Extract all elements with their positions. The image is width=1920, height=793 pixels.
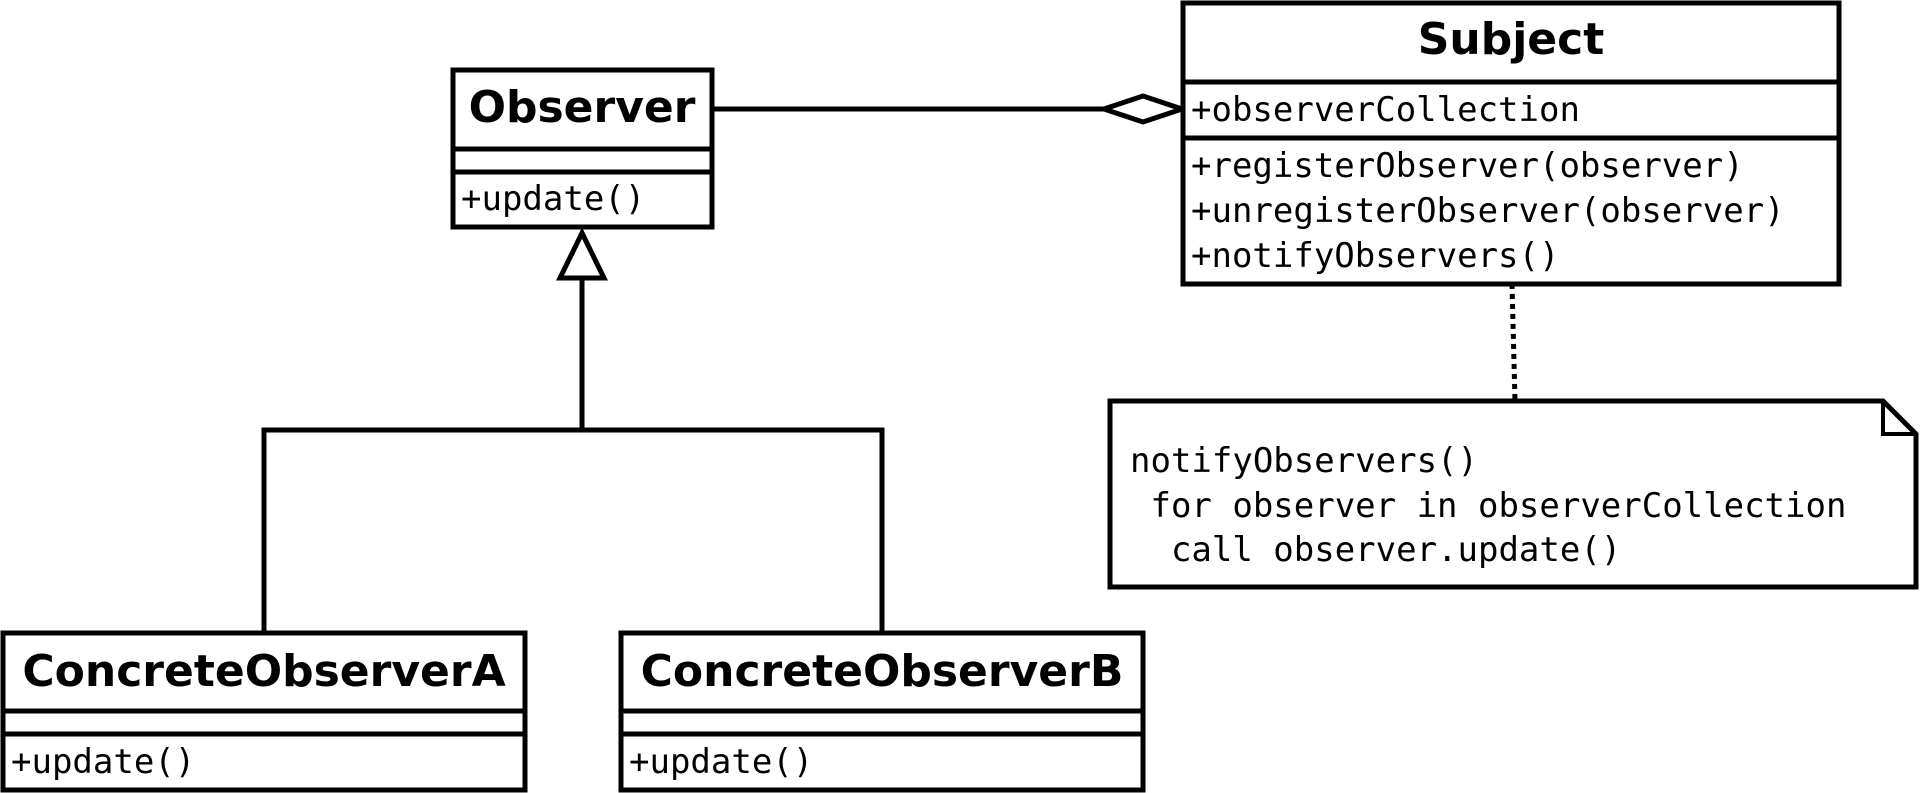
note-line: notifyObservers(): [1130, 441, 1478, 481]
class-observer-name: Observer: [469, 82, 696, 133]
class-subject-attribute: +observerCollection: [1191, 90, 1580, 130]
generalization-branch-b: [582, 427, 885, 632]
class-concrete-observer-b-method: +update(): [629, 742, 813, 782]
note-line: for observer in observerCollection: [1130, 486, 1846, 526]
note-frame: [1107, 398, 1919, 590]
note-folded-corner: [1881, 401, 1916, 436]
class-observer[interactable]: Observer +update(): [450, 67, 715, 230]
class-concrete-observer-a[interactable]: ConcreteObserverA +update(): [0, 630, 528, 793]
class-subject-method: +notifyObservers(): [1191, 236, 1559, 276]
class-concrete-observer-a-method: +update(): [11, 742, 195, 782]
note-anchor-line: [1509, 283, 1518, 402]
class-subject[interactable]: Subject +observerCollection +registerObs…: [1180, 0, 1842, 287]
class-subject-frame: [1180, 0, 1842, 287]
class-concrete-observer-b-name: ConcreteObserverB: [641, 646, 1124, 697]
class-subject-method: +registerObserver(observer): [1191, 146, 1744, 186]
aggregation-connector: [712, 93, 1190, 125]
class-concrete-observer-a-name: ConcreteObserverA: [22, 646, 505, 697]
generalization-connector: [261, 227, 885, 632]
class-concrete-observer-b[interactable]: ConcreteObserverB +update(): [618, 630, 1146, 793]
aggregation-diamond: [1096, 93, 1190, 125]
generalization-arrowhead: [555, 227, 609, 281]
note[interactable]: notifyObservers() for observer in observ…: [1107, 398, 1919, 590]
note-line: call observer.update(): [1130, 530, 1621, 570]
generalization-branch-a: [261, 427, 582, 632]
class-subject-method: +unregisterObserver(observer): [1191, 191, 1785, 231]
class-observer-method: +update(): [461, 179, 645, 219]
class-subject-name: Subject: [1418, 14, 1605, 65]
